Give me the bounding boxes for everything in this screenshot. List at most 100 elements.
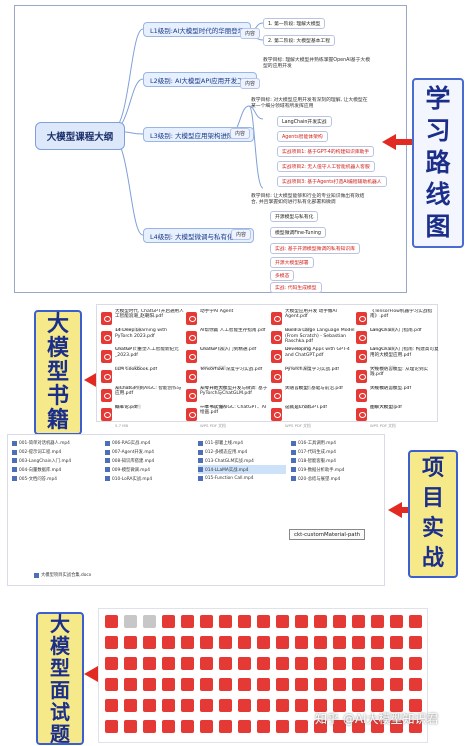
interview-pdf-icon[interactable] xyxy=(276,615,289,628)
interview-pdf-icon[interactable] xyxy=(352,699,365,712)
interview-pdf-icon[interactable] xyxy=(143,657,156,670)
interview-pdf-icon[interactable] xyxy=(257,678,270,691)
video-file[interactable]: 020-总结与展望.mp4 xyxy=(291,474,379,483)
interview-pdf-icon[interactable] xyxy=(257,615,270,628)
interview-pdf-icon[interactable] xyxy=(314,678,327,691)
interview-pdf-icon[interactable] xyxy=(409,657,422,670)
interview-pdf-icon[interactable] xyxy=(105,720,118,733)
interview-pdf-icon[interactable] xyxy=(295,657,308,670)
interview-pdf-icon[interactable] xyxy=(333,699,346,712)
interview-pdf-icon[interactable] xyxy=(105,657,118,670)
interview-pdf-icon[interactable] xyxy=(105,678,118,691)
interview-pdf-icon[interactable] xyxy=(219,678,232,691)
interview-pdf-icon[interactable] xyxy=(124,720,137,733)
interview-pdf-icon[interactable] xyxy=(257,657,270,670)
interview-pdf-icon[interactable] xyxy=(371,699,384,712)
interview-pdf-icon[interactable] xyxy=(124,657,137,670)
video-file[interactable]: 002-提示词工程.mp4 xyxy=(12,448,100,457)
book-file[interactable]: Build a Large Language Model (From Scrat… xyxy=(271,326,357,355)
interview-pdf-icon[interactable] xyxy=(390,699,403,712)
interview-pdf-icon[interactable] xyxy=(181,699,194,712)
interview-pdf-icon[interactable] xyxy=(333,615,346,628)
video-file[interactable]: 001-简单对话机器人.mp4 xyxy=(12,439,100,448)
interview-pdf-icon[interactable] xyxy=(390,636,403,649)
interview-pdf-icon[interactable] xyxy=(371,657,384,670)
video-file[interactable]: 009-模型微调.mp4 xyxy=(105,465,193,474)
interview-pdf-icon[interactable] xyxy=(390,657,403,670)
interview-pdf-icon[interactable] xyxy=(238,657,251,670)
interview-pdf-icon[interactable] xyxy=(409,615,422,628)
interview-pdf-icon[interactable] xyxy=(219,699,232,712)
video-file[interactable]: 013-ChatGLM实战.mp4 xyxy=(198,457,286,466)
interview-pdf-icon[interactable] xyxy=(181,720,194,733)
interview-pdf-icon[interactable] xyxy=(219,636,232,649)
interview-pdf-icon[interactable] xyxy=(295,720,308,733)
interview-pdf-icon[interactable] xyxy=(162,615,175,628)
video-file[interactable]: 006-RAG实战.mp4 xyxy=(105,439,193,448)
interview-pdf-icon[interactable] xyxy=(295,636,308,649)
interview-pdf-icon[interactable] xyxy=(143,615,156,628)
video-file[interactable]: 005-文档问答.mp4 xyxy=(12,474,100,483)
video-file[interactable]: 003-LangChain入门.mp4 xyxy=(12,457,100,466)
book-file[interactable]: Developing Apps with GPT-4 and ChatGPT.p… xyxy=(271,345,357,374)
interview-pdf-icon[interactable] xyxy=(200,678,213,691)
interview-pdf-icon[interactable] xyxy=(371,615,384,628)
video-file[interactable]: 011-部署上线.mp4 xyxy=(198,439,286,448)
interview-pdf-icon[interactable] xyxy=(333,720,346,733)
interview-pdf-icon[interactable] xyxy=(162,720,175,733)
interview-pdf-icon[interactable] xyxy=(390,615,403,628)
interview-pdf-icon[interactable] xyxy=(314,615,327,628)
interview-pdf-icon[interactable] xyxy=(371,678,384,691)
video-file[interactable]: 010-LoRA实战.mp4 xyxy=(105,474,193,483)
interview-pdf-icon[interactable] xyxy=(314,720,327,733)
interview-pdf-icon[interactable] xyxy=(257,636,270,649)
interview-pdf-icon[interactable] xyxy=(181,678,194,691)
interview-pdf-icon[interactable] xyxy=(162,699,175,712)
interview-pdf-icon[interactable] xyxy=(276,699,289,712)
interview-pdf-icon[interactable] xyxy=(181,615,194,628)
interview-pdf-icon[interactable] xyxy=(181,657,194,670)
interview-pdf-icon[interactable] xyxy=(200,615,213,628)
interview-pdf-icon[interactable] xyxy=(143,678,156,691)
interview-pdf-icon[interactable] xyxy=(371,720,384,733)
interview-pdf-icon[interactable] xyxy=(352,636,365,649)
interview-pdf-icon[interactable] xyxy=(162,636,175,649)
interview-pdf-icon[interactable] xyxy=(276,720,289,733)
interview-pdf-icon[interactable] xyxy=(276,678,289,691)
interview-pdf-icon[interactable] xyxy=(181,636,194,649)
interview-pdf-icon[interactable] xyxy=(295,615,308,628)
interview-pdf-icon[interactable] xyxy=(200,636,213,649)
interview-pdf-icon[interactable] xyxy=(390,720,403,733)
interview-pdf-icon[interactable] xyxy=(314,636,327,649)
interview-pdf-icon[interactable] xyxy=(200,657,213,670)
interview-pdf-icon[interactable] xyxy=(219,720,232,733)
interview-pdf-icon[interactable] xyxy=(314,699,327,712)
video-file[interactable]: 015-Function Call.mp4 xyxy=(198,474,286,483)
video-file[interactable]: 018-智能客服.mp4 xyxy=(291,457,379,466)
interview-pdf-icon[interactable] xyxy=(409,636,422,649)
interview-pdf-icon[interactable] xyxy=(333,678,346,691)
video-file[interactable]: 012-多模态应用.mp4 xyxy=(198,448,286,457)
video-file[interactable]: 004-向量数据库.mp4 xyxy=(12,465,100,474)
interview-pdf-icon[interactable] xyxy=(314,657,327,670)
interview-pdf-icon[interactable] xyxy=(124,678,137,691)
interview-pdf-icon[interactable] xyxy=(143,699,156,712)
video-file[interactable]: 019-数据分析助手.mp4 xyxy=(291,465,379,474)
interview-pdf-icon[interactable] xyxy=(276,657,289,670)
interview-pdf-icon[interactable] xyxy=(124,699,137,712)
